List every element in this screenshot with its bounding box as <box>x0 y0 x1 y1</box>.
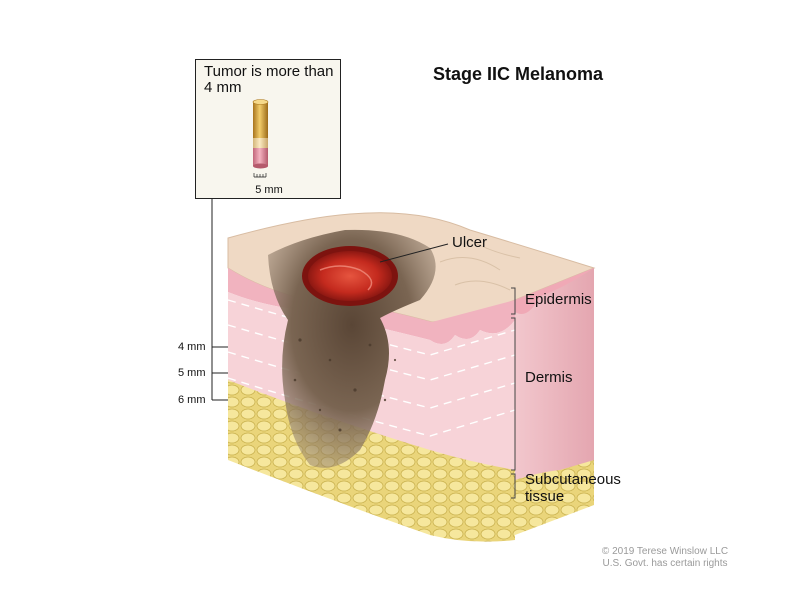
ulcer-leader <box>379 243 449 263</box>
epidermis-layer <box>228 268 515 344</box>
block-side-face <box>515 268 594 500</box>
ulcer-label: Ulcer <box>452 234 488 251</box>
page-title: Stage IIC Melanoma <box>433 64 604 84</box>
tumor-size-inset: Tumor is more than 4 mm 5 mm <box>195 59 341 199</box>
inset-caption: Tumor is more than 4 mm <box>204 63 334 96</box>
tumor-cylinder-icon <box>252 99 269 178</box>
depth-tick-6mm: 6 mm <box>178 394 206 406</box>
copyright-line: © 2019 Terese Winslow LLC <box>601 546 729 557</box>
depth-tick-4mm: 4 mm <box>178 341 206 353</box>
ulcer <box>308 251 392 301</box>
subcutaneous-label: Subcutaneous tissue <box>525 471 621 505</box>
rights-line: U.S. Govt. has certain rights <box>602 558 728 569</box>
inset-scale-label: 5 mm <box>255 184 283 196</box>
depth-tick-5mm: 5 mm <box>178 367 206 379</box>
epidermis-label: Epidermis <box>525 291 592 308</box>
dermis-label: Dermis <box>525 369 573 386</box>
